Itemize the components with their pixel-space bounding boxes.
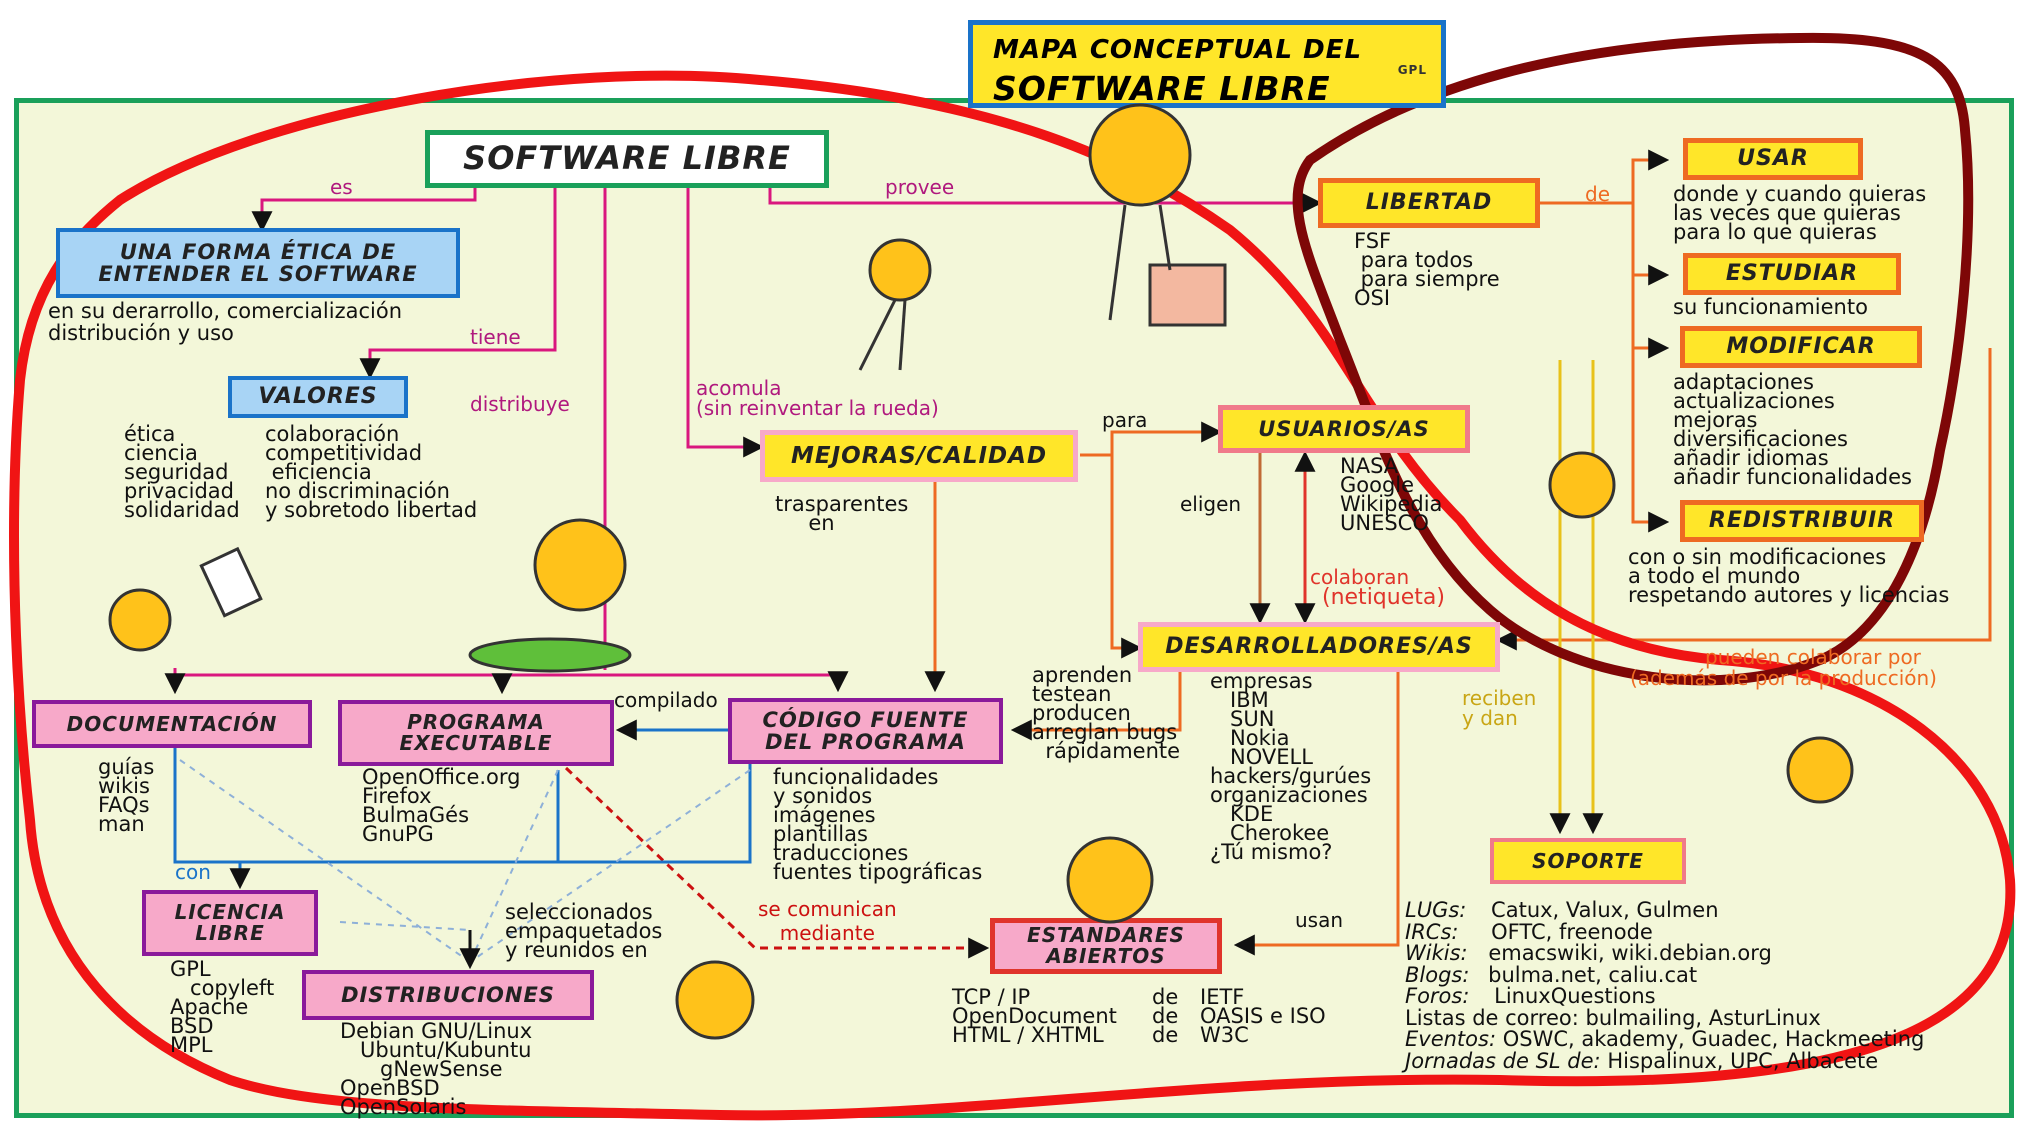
libertad-detail: FSF para todos para siempre OSI <box>1354 229 1500 310</box>
soporte-item: IRCs: OFTC, freenode <box>1405 919 1653 944</box>
node-forma-etica: UNA FORMA ÉTICA DE ENTENDER EL SOFTWARE <box>56 228 460 298</box>
usuarios-detail: NASA Google Wikipedia UNESCO <box>1340 454 1443 535</box>
edge-se-comunican <box>564 766 990 959</box>
label-pueden-colaborar: pueden colaborar por <box>1705 645 1921 669</box>
label-con: con <box>175 860 211 884</box>
edge-libertad-usar <box>1540 149 1670 205</box>
modificar-detail: adaptaciones actualizaciones mejoras div… <box>1673 370 1912 489</box>
node-distribuciones: DISTRIBUCIONES <box>302 970 594 1020</box>
node-estandares: ESTANDARES ABIERTOS <box>990 918 1222 974</box>
forma-etica-detail: en su derarrollo, comercialización distr… <box>48 299 403 345</box>
label-eligen: eligen <box>1180 492 1242 516</box>
label-de: de <box>1585 182 1610 206</box>
soporte-item: Foros: LinuxQuestions <box>1405 984 1656 1008</box>
soporte-item: Wikis: emacswiki, wiki.debian.org <box>1405 941 1772 965</box>
edge-doc-prog <box>173 668 849 693</box>
edge-usan <box>1233 660 1400 956</box>
distribuciones-detail: Debian GNU/Linux Ubuntu/Kubuntu gNewSens… <box>340 1019 533 1119</box>
estandares-de: de de de <box>1152 985 1179 1047</box>
node-usuarios: USUARIOS/AS <box>1218 405 1470 453</box>
mejoras-detail: trasparentes en <box>775 492 909 535</box>
label-es: es <box>330 175 353 199</box>
soporte-list: LUGs: Catux, Valux, Gulmen IRCs: OFTC, f… <box>1405 898 1925 1073</box>
node-usar: USAR <box>1683 138 1863 180</box>
soporte-item: Listas de correo: bulmailing, AsturLinux <box>1405 1005 1821 1030</box>
edge-tiene <box>359 186 557 380</box>
gpl-badge: GPL <box>1397 63 1427 77</box>
label-provee: provee <box>885 175 955 199</box>
soporte-item: Jornadas de SL de: Hispalinux, UPC, Alba… <box>1405 1048 1879 1073</box>
node-mejoras: MEJORAS/CALIDAD <box>760 430 1078 482</box>
usar-detail: donde y cuando quieras las veces que qui… <box>1673 182 1927 244</box>
edge-es <box>251 186 477 233</box>
label-colaboran: colaboran <box>1310 565 1410 589</box>
node-redistribuir: REDISTRIBUIR <box>1680 500 1924 542</box>
valores-right: colaboración competitividad eficiencia n… <box>265 422 478 522</box>
label-ademas: (además de por la producción) <box>1630 666 1937 690</box>
node-estudiar: ESTUDIAR <box>1683 253 1901 295</box>
desarrolladores-right: empresas IBM SUN Nokia NOVELL hackers/gu… <box>1210 669 1372 864</box>
map-title: MAPA CONCEPTUAL DEL SOFTWARE LIBRE GPL <box>968 20 1446 108</box>
edge-para <box>1080 421 1223 457</box>
node-libertad: LIBERTAD <box>1318 178 1540 228</box>
estandares-right: IETF OASIS e ISO W3C <box>1200 985 1326 1047</box>
estandares-left: TCP / IP OpenDocument HTML / XHTML <box>952 985 1117 1047</box>
licencia-detail: GPL copyleft Apache BSD MPL <box>170 957 275 1057</box>
estudiar-detail: su funcionamiento <box>1673 295 1868 319</box>
soporte-item: LUGs: Catux, Valux, Gulmen <box>1405 898 1719 922</box>
node-modificar: MODIFICAR <box>1680 326 1922 368</box>
soporte-item: Eventos: OSWC, akademy, Guadec, Hackmeet… <box>1405 1027 1925 1051</box>
label-compilado: compilado <box>614 688 718 712</box>
label-para: para <box>1102 408 1148 432</box>
label-distribuye: distribuye <box>470 392 570 416</box>
documentacion-detail: guías wikis FAQs man <box>98 755 155 836</box>
node-documentacion: DOCUMENTACIÓN <box>32 700 312 748</box>
title-line2: SOFTWARE LIBRE <box>993 69 1331 108</box>
node-software-libre: SOFTWARE LIBRE <box>425 130 829 188</box>
node-soporte: SOPORTE <box>1490 838 1686 884</box>
edge-provee <box>768 186 1323 214</box>
node-desarrolladores: DESARROLLADORES/AS <box>1138 622 1500 672</box>
node-licencia: LICENCIA LIBRE <box>142 890 318 956</box>
label-reciben: reciben y dan <box>1462 686 1537 730</box>
node-programa: PROGRAMA EXECUTABLE <box>338 700 614 766</box>
label-se-comunican: se comunican mediante <box>758 897 897 945</box>
soporte-item: Blogs: bulma.net, caliu.cat <box>1405 962 1698 987</box>
desarrolladores-left: aprenden testean producen arreglan bugs … <box>1032 663 1181 763</box>
seleccionados-text: seleccionados empaquetados y reunidos en <box>505 900 663 962</box>
programa-detail: OpenOffice.org Firefox BulmaGés GnuPG <box>362 765 521 846</box>
edge-acomula <box>686 186 765 458</box>
label-usan: usan <box>1295 908 1344 932</box>
codigo-detail: funcionalidades y sonidos imágenes plant… <box>773 765 983 884</box>
label-tiene: tiene <box>470 325 521 349</box>
title-line1: MAPA CONCEPTUAL DEL <box>993 35 1363 65</box>
label-acomula: acomula (sin reinventar la rueda) <box>696 376 939 420</box>
node-valores: VALORES <box>228 376 408 418</box>
edge-con <box>173 745 752 864</box>
node-codigo: CÓDIGO FUENTE DEL PROGRAMA <box>728 698 1003 764</box>
label-netiqueta: (netiqueta) <box>1322 585 1445 610</box>
valores-left: ética ciencia seguridad privacidad solid… <box>124 422 240 522</box>
redistribuir-detail: con o sin modificaciones a todo el mundo… <box>1628 545 1950 607</box>
